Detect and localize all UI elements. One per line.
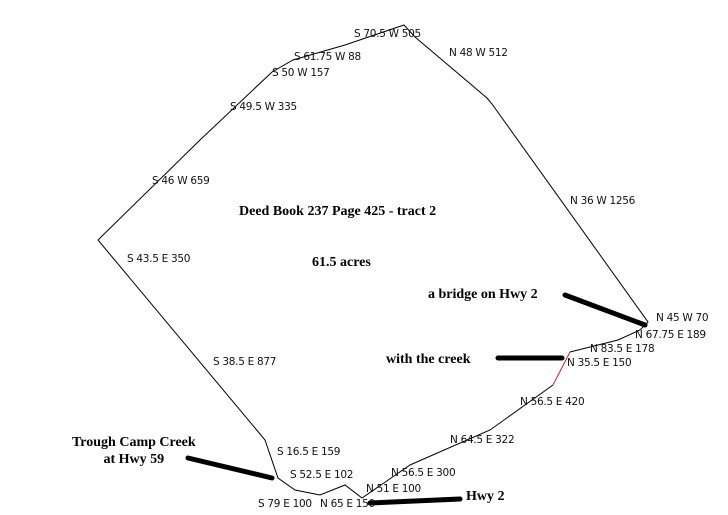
call-label: N 36 W 1256 [570,195,636,207]
call-label: S 70.5 W 505 [354,28,421,40]
call-label: N 83.5 E 178 [590,343,655,355]
call-label: N 48 W 512 [449,47,508,59]
call-label: S 43.5 E 350 [127,253,191,265]
bridge-pointer [562,292,648,328]
call-label: N 65 E 150 [320,498,375,510]
plat-title: Deed Book 237 Page 425 - tract 2 [239,204,437,219]
call-label: N 45 W 70 [656,312,709,324]
creek-note: with the creek [386,352,471,367]
call-label: S 50 W 157 [272,67,330,79]
boundary-line-south [97,239,554,499]
call-label: S 52.5 E 102 [290,469,354,481]
call-label: S 46 W 659 [152,175,210,187]
call-label: S 61.75 W 88 [294,51,361,63]
trough-creek-note: Trough Camp Creek at Hwy 59 [72,434,196,468]
trough-creek-pointer [185,455,275,481]
hwy2-pointer [367,496,463,506]
call-label: S 49.5 W 335 [230,101,297,113]
call-label: N 64.5 E 322 [450,434,515,446]
call-label: N 51 E 100 [366,483,421,495]
bridge-note: a bridge on Hwy 2 [428,287,538,302]
call-label: S 38.5 E 877 [213,356,277,368]
call-label: S 79 E 100 [258,498,312,510]
trough-line1: Trough Camp Creek [72,435,196,450]
call-label: N 56.5 E 420 [520,396,585,408]
acreage: 61.5 acres [312,255,371,270]
call-label: N 67.75 E 189 [635,329,706,341]
trough-line2: at Hwy 59 [103,452,165,467]
call-label: N 35.5 E 150 [567,357,632,369]
boundary-line [97,24,649,353]
call-label: S 16.5 E 159 [277,446,341,458]
call-label: N 56.5 E 300 [391,467,456,479]
creek-segment [552,351,571,386]
hwy2-note: Hwy 2 [466,489,505,504]
